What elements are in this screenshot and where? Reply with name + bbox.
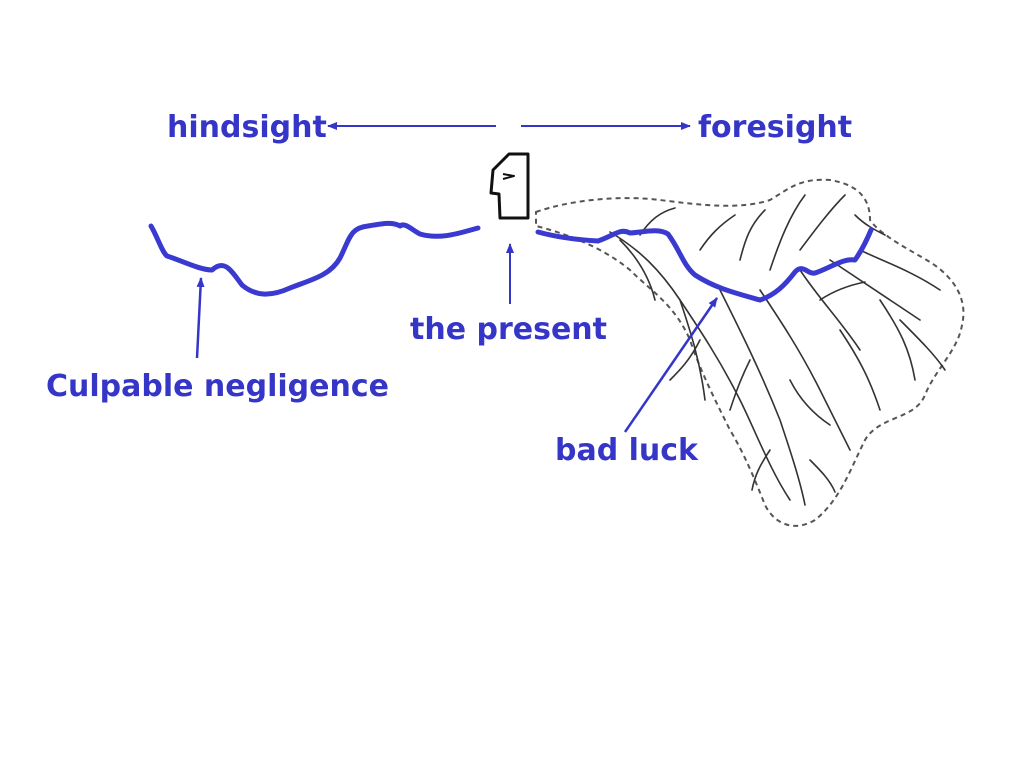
possibility-outline <box>535 178 965 527</box>
bad-luck-label: bad luck <box>555 433 699 468</box>
present-label: the present <box>410 312 608 347</box>
head-profile-icon <box>489 152 530 220</box>
foresight-label: foresight <box>698 110 853 145</box>
possibility-tree <box>609 194 946 506</box>
badluck-pointer <box>623 297 719 433</box>
culpable-negligence-label: Culpable negligence <box>46 369 389 404</box>
past-path <box>148 220 481 297</box>
culpable-pointer <box>195 277 205 359</box>
future-path <box>535 227 874 303</box>
hindsight-label: hindsight <box>167 110 327 145</box>
